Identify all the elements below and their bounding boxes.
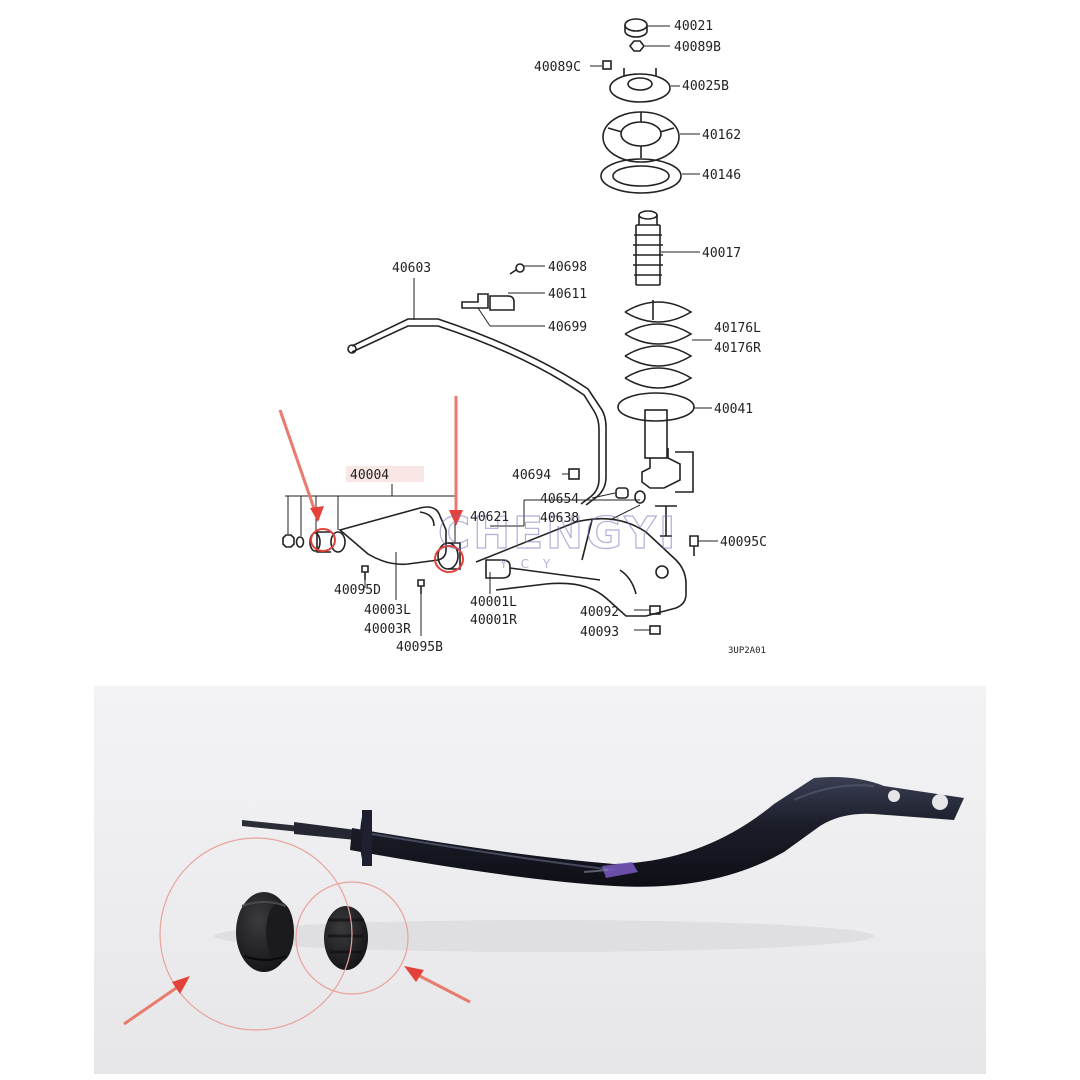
label-40162: 40162 bbox=[702, 128, 741, 143]
label-40095c: 40095C bbox=[720, 535, 767, 550]
bracket-bolt-lower bbox=[361, 565, 369, 580]
link-bushing bbox=[615, 487, 629, 499]
label-40089b: 40089B bbox=[674, 40, 721, 55]
link-nut bbox=[568, 468, 580, 480]
lower-arm-rod bbox=[242, 777, 964, 887]
label-40698: 40698 bbox=[548, 260, 587, 275]
highlight-markers bbox=[278, 396, 464, 573]
label-40638: 40638 bbox=[540, 511, 579, 526]
label-40025b: 40025B bbox=[682, 79, 729, 94]
strut-top-cap bbox=[624, 18, 648, 38]
label-40603: 40603 bbox=[392, 261, 431, 276]
diagram-code: 3UP2A01 bbox=[728, 646, 766, 656]
stabilizer-bracket bbox=[489, 295, 515, 311]
leader-lines bbox=[285, 25, 718, 636]
label-40611: 40611 bbox=[548, 287, 587, 302]
product-photo bbox=[94, 686, 986, 1074]
strut-nut bbox=[628, 40, 646, 52]
label-40176l: 40176L bbox=[714, 321, 761, 336]
arrow-left bbox=[123, 976, 190, 1026]
arm-small-nut bbox=[282, 534, 295, 548]
lower-arm bbox=[475, 517, 687, 617]
label-40095b: 40095B bbox=[396, 640, 443, 655]
stabilizer-bar bbox=[347, 318, 607, 506]
label-40017: 40017 bbox=[702, 246, 741, 261]
bracket-bolt bbox=[509, 263, 525, 275]
arrow-right bbox=[404, 966, 471, 1004]
parts-diagram: CHENGYI YCY 40021 40089B 40089C 40025B 4… bbox=[278, 18, 767, 656]
label-40095d: 40095D bbox=[334, 583, 381, 598]
stabilizer-link bbox=[655, 505, 677, 537]
arm-bushing-rear bbox=[437, 542, 461, 570]
strut-assembly bbox=[617, 392, 695, 493]
watermark: CHENGYI bbox=[438, 508, 678, 559]
bracket-bolt-rear bbox=[417, 579, 425, 594]
bushing-large bbox=[236, 892, 294, 972]
stabilizer-bushing bbox=[461, 293, 489, 309]
strut-upper-mount bbox=[609, 68, 671, 103]
label-40699: 40699 bbox=[548, 320, 587, 335]
label-40003r: 40003R bbox=[364, 622, 411, 637]
label-40176r: 40176R bbox=[714, 341, 761, 356]
mount-nut-small bbox=[602, 60, 612, 70]
label-40092: 40092 bbox=[580, 605, 619, 620]
label-40004: 40004 bbox=[350, 468, 389, 483]
label-40001l: 40001L bbox=[470, 595, 517, 610]
highlight-circle-large bbox=[159, 837, 353, 1031]
bushing-small bbox=[324, 906, 368, 970]
label-40621: 40621 bbox=[470, 510, 509, 525]
ball-joint-bolt bbox=[689, 535, 699, 556]
arm-bushing-front bbox=[316, 531, 346, 553]
label-40694: 40694 bbox=[512, 468, 551, 483]
highlight-circle-small bbox=[295, 881, 409, 995]
link-washer bbox=[634, 490, 646, 504]
lower-arm-front-bar bbox=[485, 559, 601, 581]
label-40001r: 40001R bbox=[470, 613, 517, 628]
arm-small-washer bbox=[295, 536, 305, 548]
label-40041: 40041 bbox=[714, 402, 753, 417]
label-40093: 40093 bbox=[580, 625, 619, 640]
watermark-sub: YCY bbox=[499, 557, 564, 571]
strut-bearing-plate bbox=[602, 111, 680, 163]
label-40003l: 40003L bbox=[364, 603, 411, 618]
label-40021: 40021 bbox=[674, 19, 713, 34]
coil-spring bbox=[624, 300, 693, 389]
label-40146: 40146 bbox=[702, 168, 741, 183]
ball-joint-cotter bbox=[649, 625, 661, 635]
label-40654: 40654 bbox=[540, 492, 579, 507]
bump-stop-boot bbox=[633, 210, 663, 286]
product-photo-art bbox=[123, 777, 964, 1031]
arm-bracket bbox=[338, 506, 447, 566]
label-40089c: 40089C bbox=[534, 60, 581, 75]
spring-seat-rubber bbox=[600, 158, 682, 194]
